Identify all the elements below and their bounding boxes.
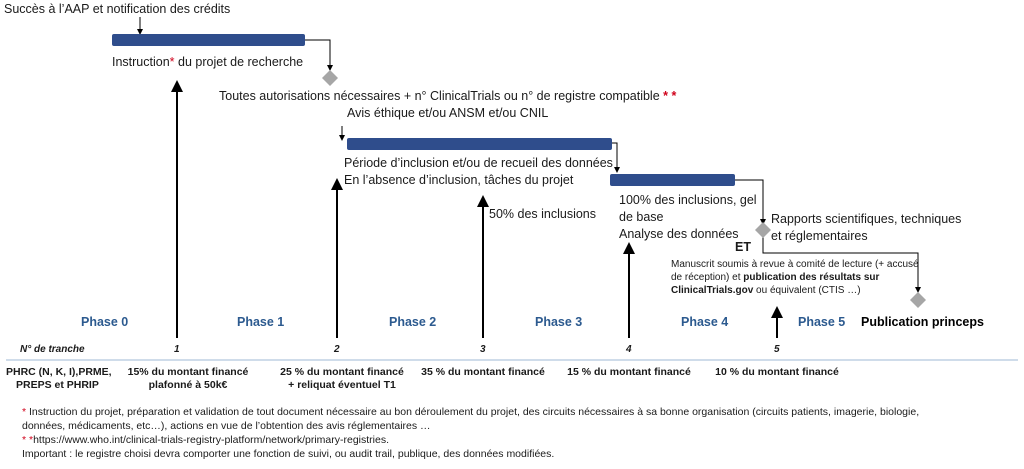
amount-tranche-3: 35 % du montant financé [421,366,545,378]
footnote-2: * *https://www.who.int/clinical-trials-r… [22,434,390,446]
cent-label-1: 100% des inclusions, gel [619,193,757,207]
rapports-label-2: et réglementaires [771,229,868,243]
connector-bar2-bar3 [612,142,620,173]
phase-4: Phase 4 [681,315,729,329]
phase-5: Phase 5 [798,315,846,329]
amount-tranche-4: 15 % du montant financé [567,366,691,378]
phase-2: Phase 2 [389,315,437,329]
connector-bar1-diamond1 [305,39,333,71]
manuscrit-line-1: Manuscrit soumis à revue à comité de lec… [671,259,919,270]
cent-label-2: de base [619,210,664,224]
phase-1: Phase 1 [237,315,285,329]
tranche-1: 1 [174,344,180,355]
amount-tranche-5: 10 % du montant financé [715,366,839,378]
tranche-3: 3 [480,344,486,355]
gantt-bar-analyse [610,174,735,186]
manuscrit-line-2: de réception) et publication des résulta… [671,272,880,283]
footnote-3: Important : le registre choisi devra com… [22,448,555,460]
phase-3: Phase 3 [535,315,583,329]
avis-label: Avis éthique et/ou ANSM et/ou CNIL [347,106,549,120]
connector-bar3-diamond2 [735,179,766,225]
publication-princeps: Publication princeps [861,315,984,329]
periode-label-1: Période d’inclusion et/ou de recueil des… [344,156,613,170]
tranche-4: 4 [626,344,632,355]
programs-label: PHRC (N, K, I),PRME, PREPS et PHRIP [6,366,112,391]
autorisations-label: Toutes autorisations nécessaires + n° Cl… [219,89,677,103]
periode-label-2: En l’absence d’inclusion, tâches du proj… [344,173,574,187]
top-label: Succès à l’AAP et notification des crédi… [4,2,231,16]
et-label: ET [735,240,751,254]
rapports-label-1: Rapports scientifiques, techniques [771,212,962,226]
manuscrit-line-3: ClinicalTrials.gov ou équivalent (CTIS …… [671,285,861,296]
tranche-2: 2 [334,344,340,355]
milestone-diamond-1 [322,70,338,86]
tranche-5: 5 [774,344,780,355]
gantt-bar-inclusion [347,138,612,150]
phase-0: Phase 0 [81,315,129,329]
amount-tranche-2: 25 % du montant financé+ reliquat éventu… [280,366,404,391]
cent-label-3: Analyse des données [619,227,739,241]
instruction-label: Instruction* du projet de recherche [112,55,304,69]
footnote-1: * Instruction du projet, préparation et … [22,406,920,432]
gantt-bar-instruction [112,34,305,46]
milestone-diamond-3 [910,292,926,308]
connector-to-publication [762,236,921,293]
tranche-label: N° de tranche [20,344,85,355]
cinquante-label: 50% des inclusions [489,207,597,221]
milestone-diamond-2 [755,222,771,238]
